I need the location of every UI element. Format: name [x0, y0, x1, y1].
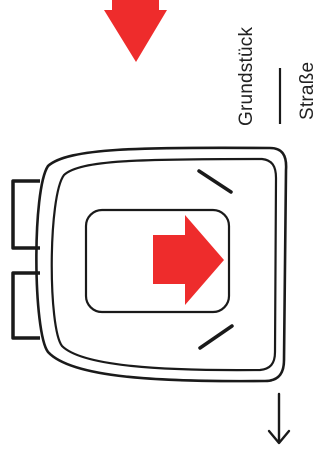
- lid-grip-line-bottom: [198, 324, 234, 350]
- right-arrow-icon: [153, 215, 224, 305]
- bin-wheel-top: [11, 179, 40, 250]
- property-side-label: Grundstück: [236, 26, 257, 126]
- lid-panel: [84, 208, 231, 314]
- bin-wheel-bottom: [11, 271, 40, 340]
- down-arrow-icon: [104, 0, 167, 62]
- bin-outer-outline: [35, 146, 288, 383]
- lid-grip-line-top: [197, 169, 233, 194]
- bin-inner-outline: [50, 157, 278, 372]
- street-side-label: Straße: [297, 61, 318, 120]
- down-direction-arrow-icon: [267, 429, 291, 445]
